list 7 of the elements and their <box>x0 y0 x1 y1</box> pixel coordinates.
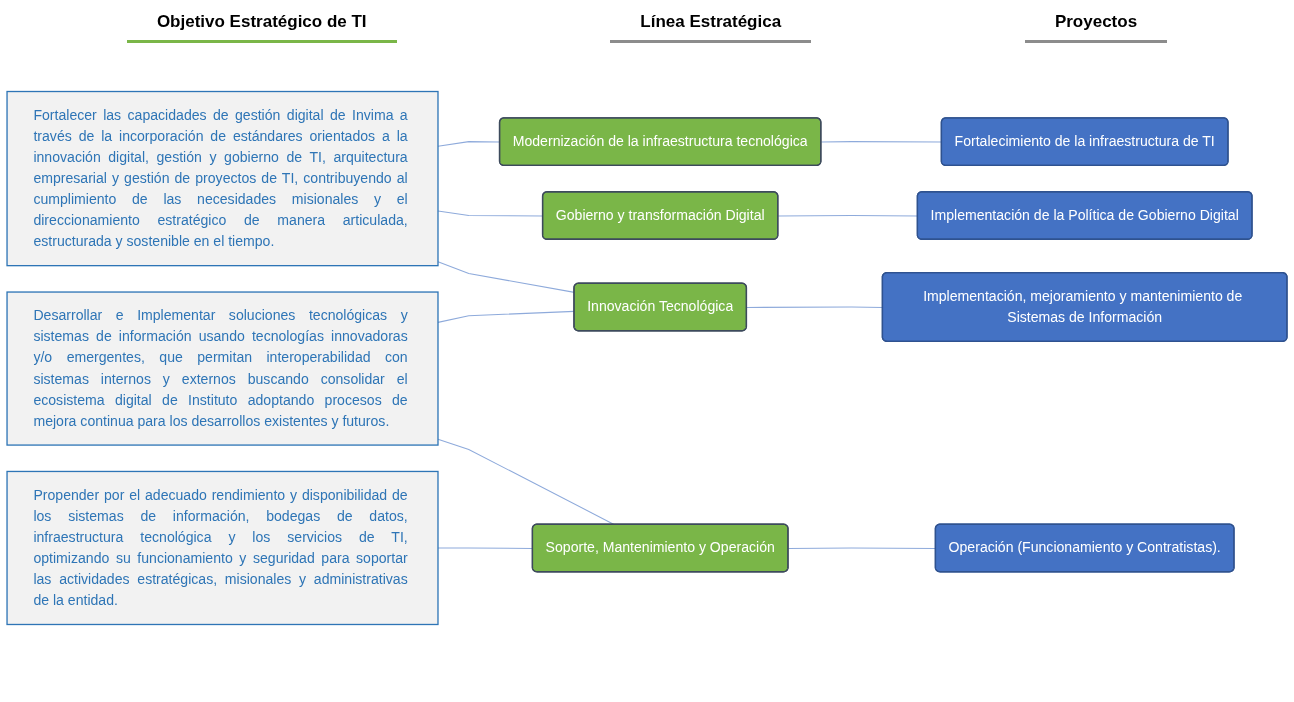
connector <box>437 438 615 526</box>
column-heading: Proyectos <box>1024 8 1168 43</box>
node-box: Fortalecer las capacidades de gestión digital de Invima a través de la incorporación de estándares orientados a la innovación digital, gestión y gobierno de TI, arquitectura empresarial y gestión de proyectos de TI, contribuyendo al cumplimiento de las necesidades misionales y el direccionamiento estratégico de manera articulada, estructurada y sostenible en el tiempo. <box>6 90 439 267</box>
column-heading: Línea Estratégica <box>610 8 812 43</box>
node-box: Propender por el adecuado rendimiento y disponibilidad de los sistemas de información, bodegas de datos, infraestructura tecnológica y los servicios de TI, optimizando su funcionamiento y seguridad para soportar las actividades estratégicas, misionales y administrativas de la entidad. <box>6 470 439 626</box>
node-box: Desarrollar e Implementar soluciones tecnológicas y sistemas de información usando tecnologías innovadoras y/o emergentes, que permitan interoperabilidad con sistemas internos y externos buscando consolidar el ecosistema digital de Instituto adoptando procesos de mejora continua para los desarrollos existentes y futuros. <box>6 291 439 446</box>
column-heading: Objetivo Estratégico de TI <box>126 8 397 43</box>
